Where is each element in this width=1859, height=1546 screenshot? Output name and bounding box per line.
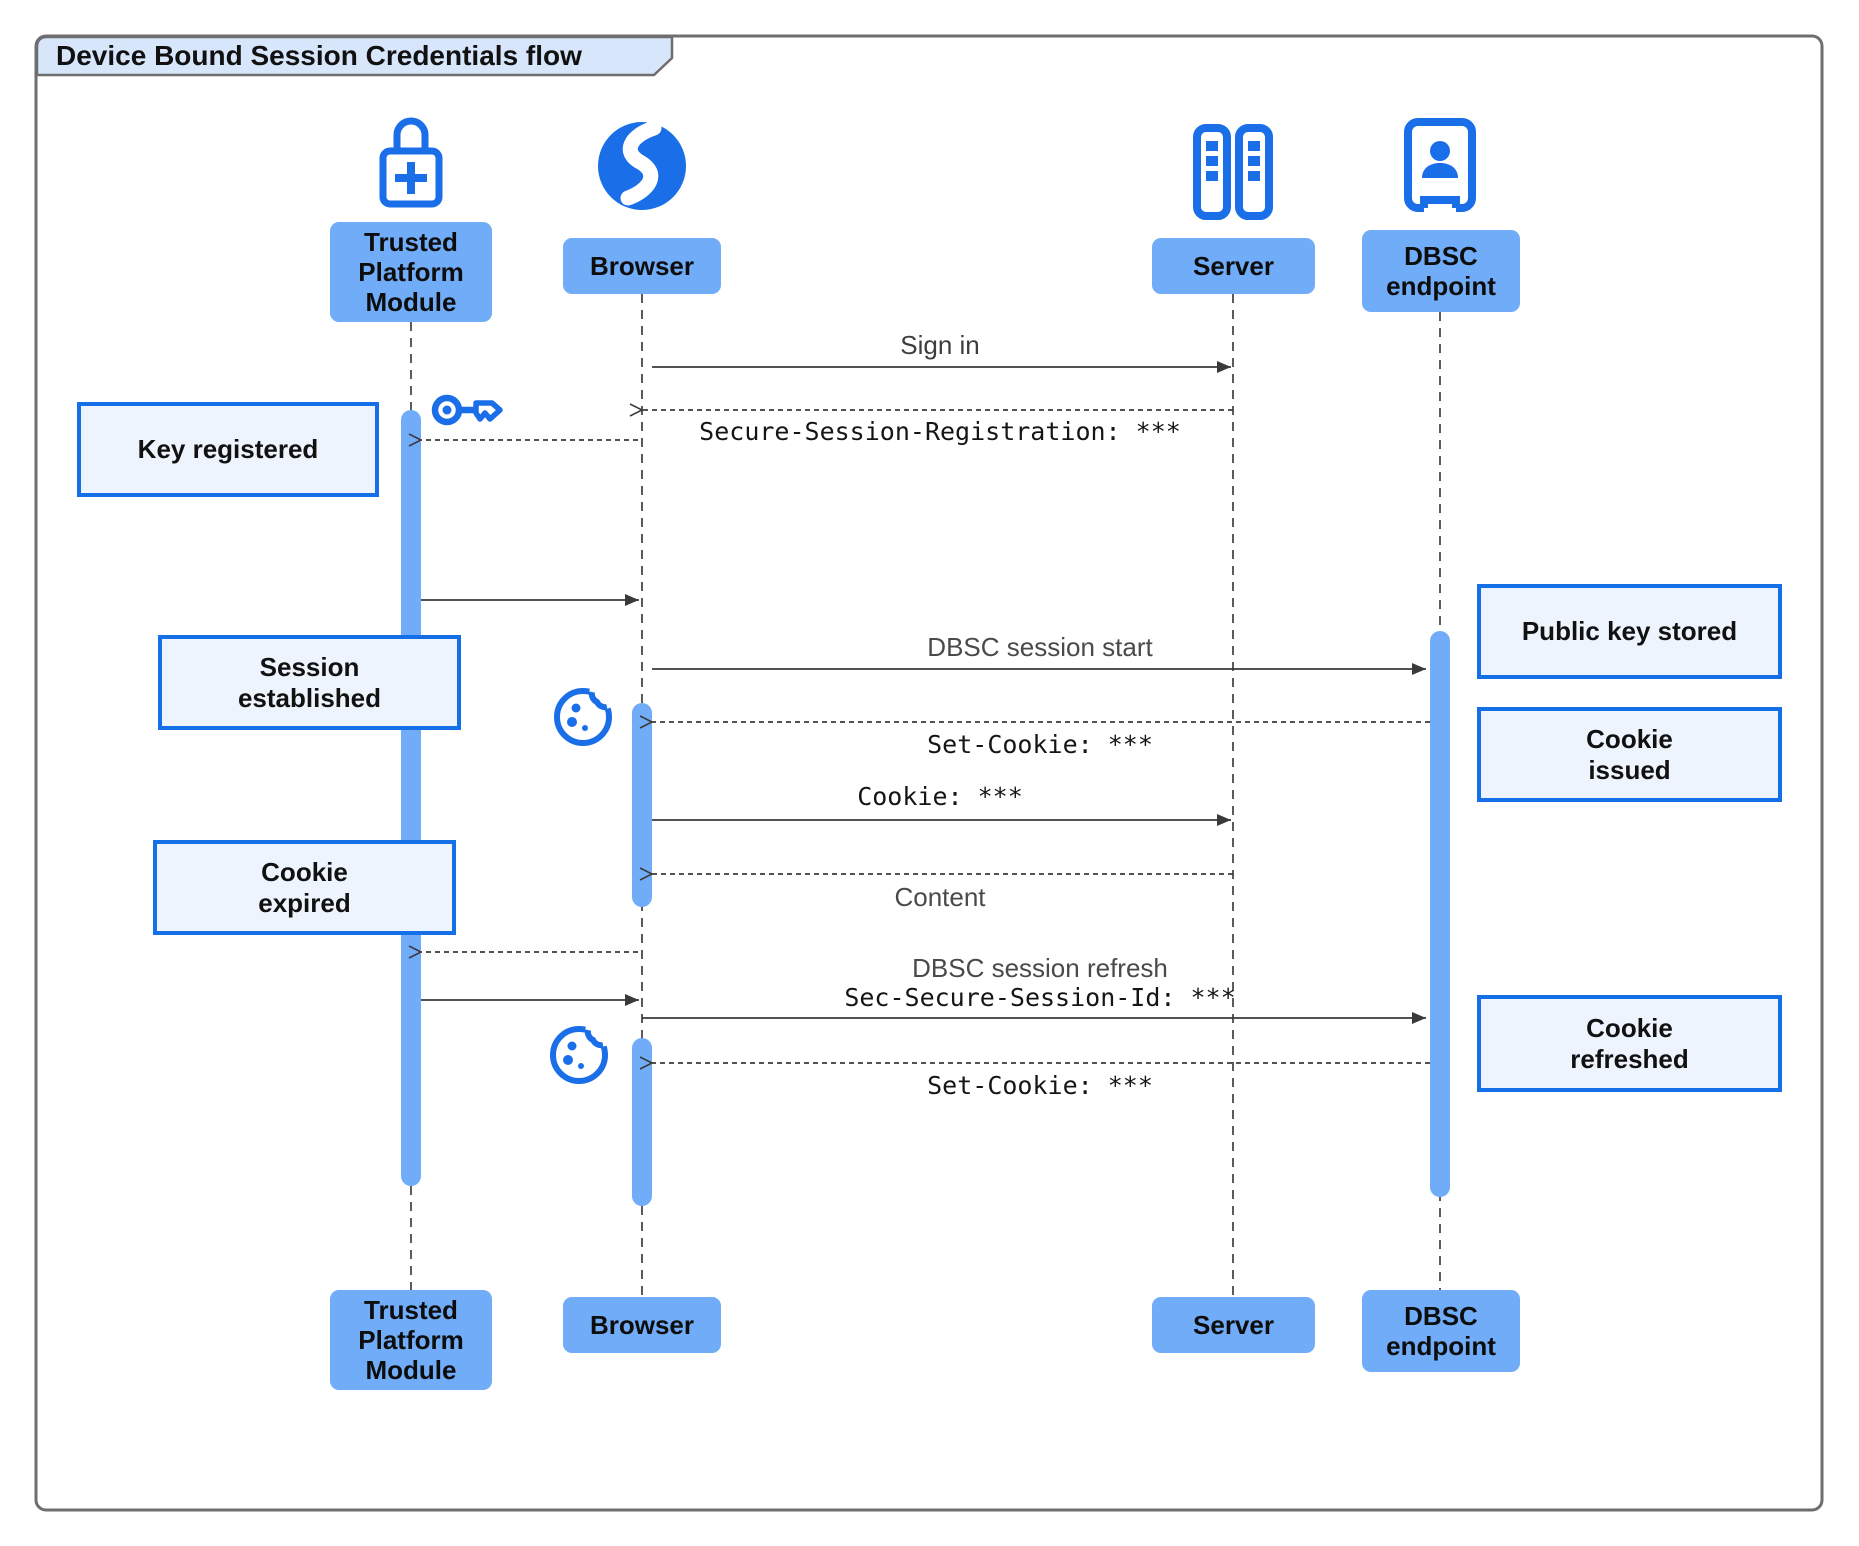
note-key-registered: Key registered <box>77 402 379 497</box>
note-session-established: Session established <box>158 635 461 730</box>
activation-bar-tpm <box>401 410 421 1186</box>
lock-plus-icon <box>373 104 449 212</box>
page-title: Device Bound Session Credentials flow <box>56 40 582 71</box>
message-label-set-cookie-2: Set-Cookie: *** <box>927 1071 1153 1100</box>
actor-bottom-browser: Browser <box>563 1297 721 1353</box>
message-label-dbsc-session-start: DBSC session start <box>927 632 1153 662</box>
message-label-set-cookie-1: Set-Cookie: *** <box>927 730 1153 759</box>
actor-bottom-tpm: Trusted Platform Module <box>330 1290 492 1390</box>
key-icon <box>430 381 512 437</box>
actor-bottom-server: Server <box>1152 1297 1315 1353</box>
globe-icon <box>594 118 690 214</box>
note-text: Cookie expired <box>258 856 351 918</box>
note-cookie-issued: Cookie issued <box>1477 707 1782 802</box>
actor-top-server: Server <box>1152 238 1315 294</box>
cookie-icon <box>546 1017 616 1088</box>
actor-label: Trusted Platform Module <box>358 1295 464 1385</box>
activation-bar-browser2 <box>632 1038 652 1206</box>
note-text: Public key stored <box>1521 616 1738 646</box>
actor-label: Server <box>1193 251 1274 281</box>
server-racks-icon <box>1185 122 1281 222</box>
note-text: Session established <box>237 651 382 713</box>
title-tab <box>35 35 674 77</box>
doorway-person-icon <box>1400 116 1480 216</box>
actor-bottom-dbsc: DBSC endpoint <box>1362 1290 1520 1372</box>
note-text: Cookie refreshed <box>1570 1012 1689 1074</box>
message-label-content: Content <box>894 882 986 912</box>
message-label-sign-in: Sign in <box>900 330 980 360</box>
actor-top-tpm: Trusted Platform Module <box>330 222 492 322</box>
note-public-key-stored: Public key stored <box>1477 584 1782 679</box>
actor-label: Browser <box>589 1310 695 1340</box>
note-text: Key registered <box>137 434 319 464</box>
actor-label: Browser <box>589 251 695 281</box>
actor-top-browser: Browser <box>563 238 721 294</box>
activation-bar-browser1 <box>632 703 652 907</box>
actor-label: DBSC endpoint <box>1386 1301 1496 1361</box>
note-text: Cookie issued <box>1586 723 1673 785</box>
activation-bar-dbsc <box>1430 631 1450 1197</box>
message-label-dbsc-session-refresh: DBSC session refresh <box>912 953 1168 983</box>
actor-label: Trusted Platform Module <box>358 227 464 317</box>
actor-label: Server <box>1193 1310 1274 1340</box>
message-label-sec-secure-session-id: Sec-Secure-Session-Id: *** <box>844 983 1236 1012</box>
note-cookie-expired: Cookie expired <box>153 840 456 935</box>
cookie-icon <box>550 679 620 750</box>
message-label-cookie: Cookie: *** <box>857 782 1023 811</box>
actor-label: DBSC endpoint <box>1386 241 1496 301</box>
message-label-secure-session-registration: Secure-Session-Registration: *** <box>699 417 1181 446</box>
note-cookie-refreshed: Cookie refreshed <box>1477 995 1782 1092</box>
actor-top-dbsc: DBSC endpoint <box>1362 230 1520 312</box>
